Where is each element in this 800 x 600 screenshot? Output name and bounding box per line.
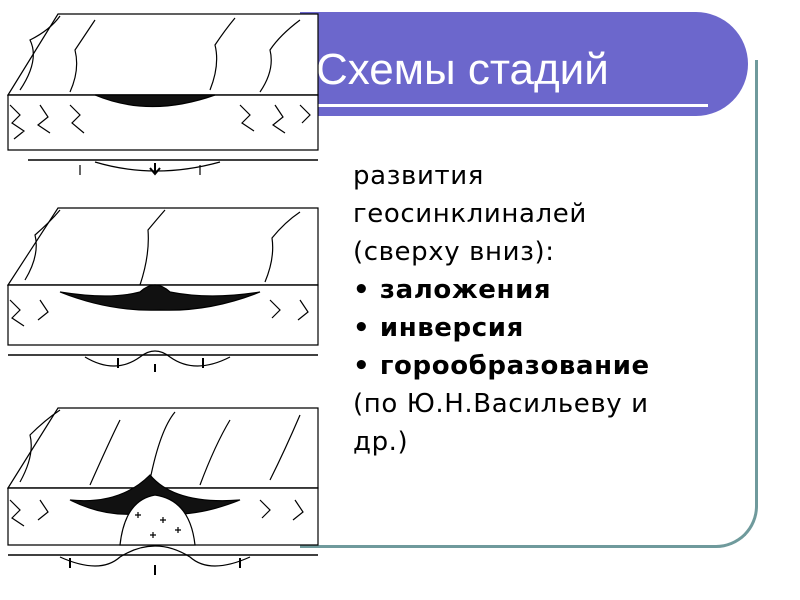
source-line-1: (по Ю.Н.Васильеву и [353, 389, 649, 419]
geosyncline-diagrams [6, 13, 319, 575]
content-frame [300, 60, 758, 548]
diagram-stage-inversion [6, 207, 319, 372]
diagram-stage-initiation [6, 13, 319, 176]
bullet-item-3: • горообразование [353, 351, 650, 381]
title-bar [300, 12, 748, 116]
body-line-1: развития [353, 161, 484, 191]
source-line-2: др.) [353, 427, 409, 457]
slide-title: Схемы стадий [316, 45, 609, 94]
title-underline [310, 104, 708, 107]
bullet-item-2: • инверсия [353, 313, 524, 343]
bullet-item-1: • заложения [353, 275, 552, 305]
slide-body: развития геосинклиналей (сверху вниз): •… [353, 157, 733, 461]
body-line-2: геосинклиналей [353, 199, 587, 229]
diagram-stage-orogeny [6, 407, 319, 575]
body-line-3: (сверху вниз): [353, 237, 555, 267]
